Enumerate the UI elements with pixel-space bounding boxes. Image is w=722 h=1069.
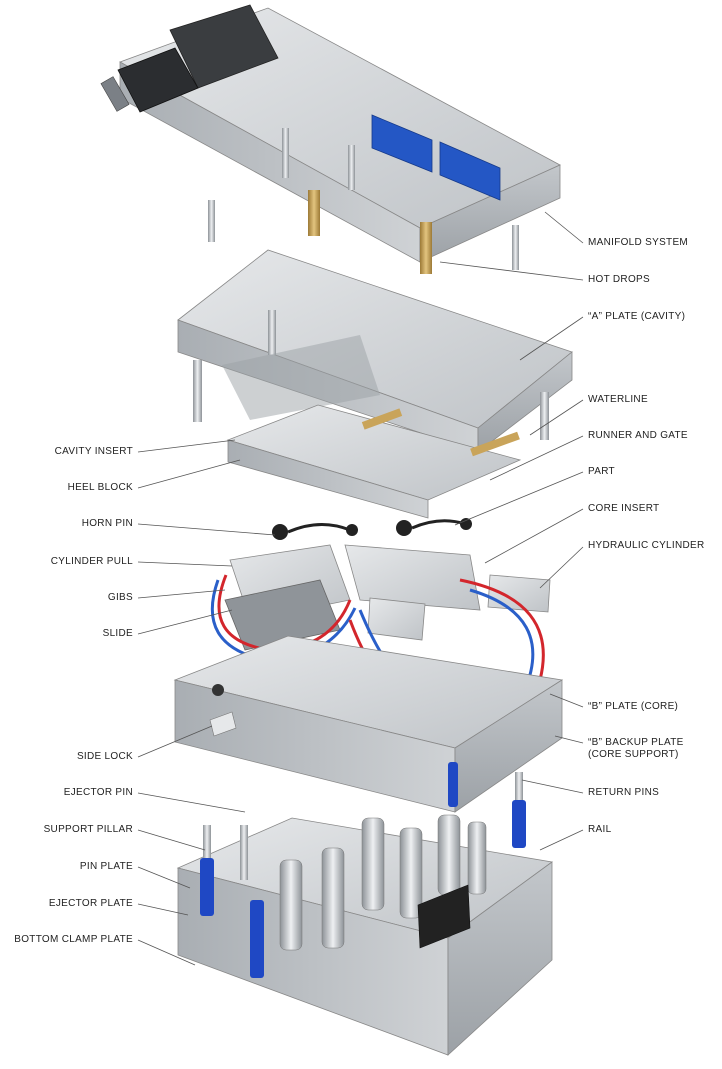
label-side-lock: SIDE LOCK	[76, 751, 133, 762]
label-b-plate-core: “B” PLATE (CORE)	[588, 701, 679, 712]
label-heel-block: HEEL BLOCK	[67, 482, 133, 493]
leader-lines-left	[137, 439, 276, 966]
label-ejector-plate: EJECTOR PLATE	[48, 898, 133, 909]
part-items	[272, 518, 472, 540]
manifold-system-block	[100, 4, 561, 263]
label-bottom-clamp-plate: BOTTOM CLAMP PLATE	[14, 934, 133, 945]
label-horn-pin: HORN PIN	[81, 518, 133, 529]
label-slide: SLIDE	[102, 628, 133, 639]
label-cavity-insert: CAVITY INSERT	[54, 446, 133, 457]
label-cylinder-pull: CYLINDER PULL	[50, 556, 133, 567]
label-part: PART	[588, 466, 615, 477]
label-hot-drops: HOT DROPS	[588, 274, 650, 285]
ejector-area	[176, 762, 554, 1056]
label-a-plate-cavity: “A” PLATE (CAVITY)	[588, 311, 686, 322]
blue-panel-icon	[371, 114, 501, 201]
label-runner-and-gate: RUNNER AND GATE	[588, 430, 688, 441]
a-plate-cavity-block	[177, 249, 573, 453]
b-plate-core-block	[173, 635, 564, 813]
label-manifold-system: MANIFOLD SYSTEM	[588, 237, 689, 248]
label-support-pillar: SUPPORT PILLAR	[43, 824, 133, 835]
label-gibs: GIBS	[107, 592, 133, 603]
label-rail: RAIL	[588, 824, 612, 835]
label-hydraulic-cylinder: HYDRAULIC CYLINDER	[588, 540, 705, 551]
label-waterline: WATERLINE	[588, 394, 648, 405]
label-b-backup-plate: “B” BACKUP PLATE	[588, 737, 684, 748]
hot-drops	[208, 128, 519, 274]
label-return-pins: RETURN PINS	[588, 787, 660, 798]
label-ejector-pin: EJECTOR PIN	[63, 787, 133, 798]
cavity-insert-block	[226, 404, 522, 519]
leader-lines-right	[439, 211, 584, 851]
slide-assembly	[224, 544, 551, 651]
return-pin-springs	[200, 762, 526, 978]
label-core-insert: CORE INSERT	[588, 503, 660, 514]
label-b-backup-plate-sub: (CORE SUPPORT)	[588, 749, 679, 760]
label-pin-plate: PIN PLATE	[79, 861, 133, 872]
